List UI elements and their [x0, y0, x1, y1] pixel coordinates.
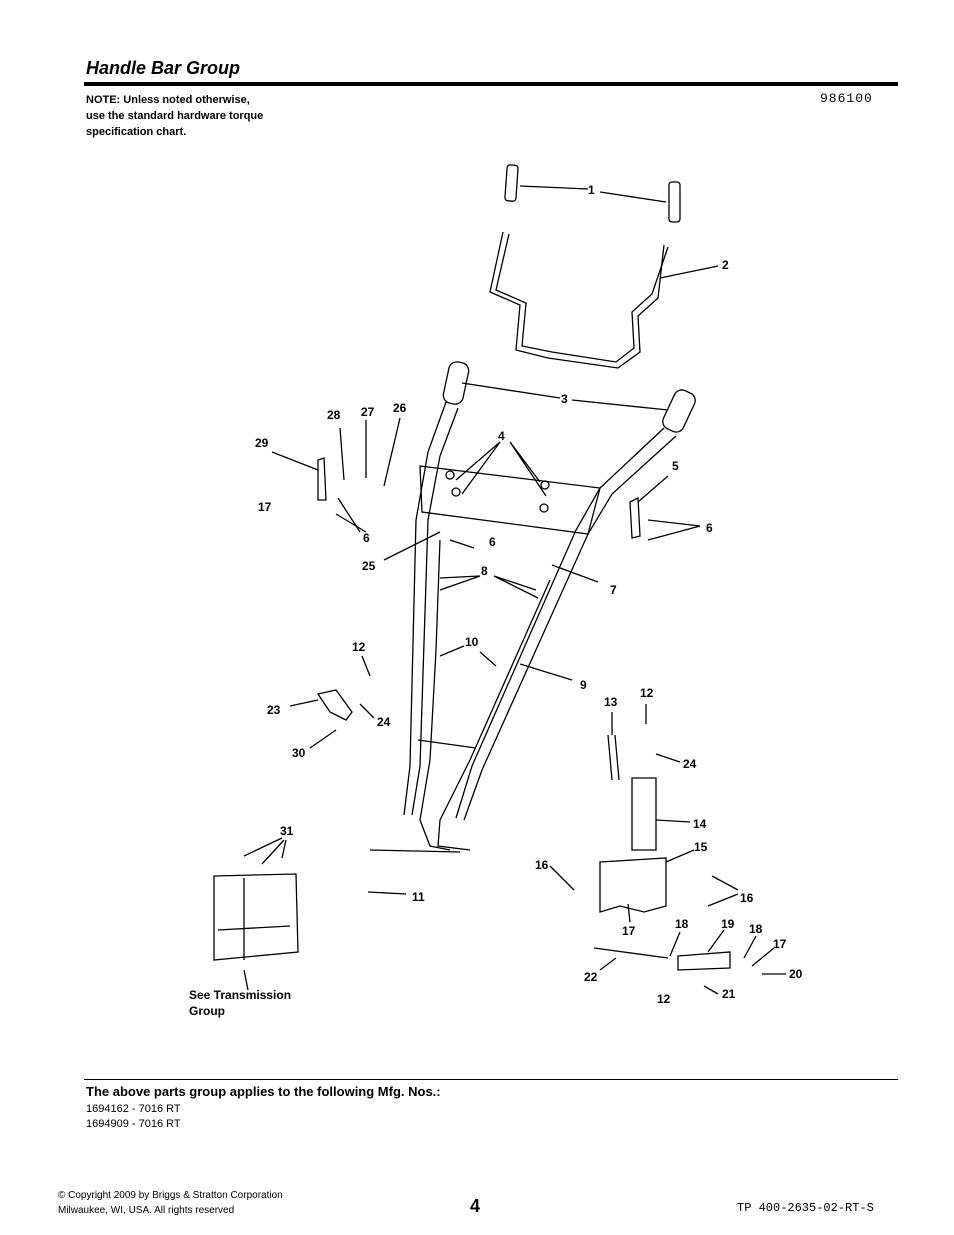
torque-note: NOTE: Unless noted otherwise, use the st…: [86, 92, 326, 140]
upper-handle: [489, 231, 665, 369]
callout-23: 23: [267, 703, 281, 717]
callout-12: 12: [640, 686, 654, 700]
callout-6: 6: [489, 535, 496, 549]
applies-heading: The above parts group applies to the fol…: [86, 1084, 441, 1099]
callout-5: 5: [672, 459, 679, 473]
grip-3-right: [662, 389, 696, 433]
handle-tube-right: [455, 427, 665, 819]
callout-17: 17: [622, 924, 636, 938]
note-line: specification chart.: [86, 126, 187, 138]
reference-code: 986100: [820, 91, 873, 106]
callout-21: 21: [722, 987, 736, 1001]
callout-1: 1: [588, 183, 595, 197]
exploded-parts-diagram: 1 2 3 4 5 6 6 6 6 7 8 9 10 11 12 12 12 1…: [189, 164, 803, 1018]
callout-9: 9: [580, 678, 587, 692]
callout-17: 17: [258, 500, 272, 514]
grip-3-left: [442, 361, 470, 405]
note-line: NOTE: Unless noted otherwise,: [86, 94, 250, 106]
copyright: © Copyright 2009 by Briggs & Stratton Co…: [58, 1188, 283, 1218]
callout-29: 29: [255, 436, 269, 450]
copyright-line: © Copyright 2009 by Briggs & Stratton Co…: [58, 1190, 283, 1201]
callout-28: 28: [327, 408, 341, 422]
callout-18: 18: [749, 922, 763, 936]
callout-12: 12: [352, 640, 366, 654]
mfg-number: 1694909 - 7016 RT: [86, 1118, 181, 1130]
footer-rule: [84, 1079, 898, 1080]
callout-16: 16: [535, 858, 549, 872]
page-title: Handle Bar Group: [86, 58, 241, 78]
callout-11: 11: [412, 890, 425, 904]
callout-25: 25: [362, 559, 376, 573]
grip-left: [504, 164, 519, 202]
callout-15: 15: [694, 840, 708, 854]
block-19: [677, 951, 731, 971]
callout-13: 13: [604, 695, 618, 709]
callout-30: 30: [292, 746, 306, 760]
callout-24: 24: [683, 757, 697, 771]
see-transmission-line: Group: [189, 1004, 225, 1018]
pin-13: [607, 734, 620, 781]
note-line: use the standard hardware torque: [86, 110, 264, 122]
callout-17: 17: [773, 937, 787, 951]
plate-23: [316, 689, 353, 721]
copyright-line: Milwaukee, WI, USA. All rights reserved: [58, 1205, 235, 1216]
callout-12: 12: [657, 992, 671, 1006]
post-14: [631, 777, 657, 851]
control-panel: [419, 465, 601, 535]
callout-16: 16: [740, 891, 754, 905]
bolt-22: [593, 947, 669, 959]
callout-31: 31: [280, 824, 294, 838]
callout-3: 3: [561, 392, 568, 406]
callout-22: 22: [584, 970, 598, 984]
callout-14: 14: [693, 817, 707, 831]
callout-20: 20: [789, 967, 803, 981]
bracket-29: [317, 457, 327, 501]
see-transmission-line: See Transmission: [189, 988, 291, 1002]
callout-4: 4: [498, 429, 505, 443]
callout-27: 27: [361, 405, 375, 419]
page-number: 4: [470, 1196, 481, 1216]
callout-8: 8: [481, 564, 488, 578]
document-number: TP 400-2635-02-RT-S: [737, 1201, 874, 1215]
control-cable: [419, 539, 451, 851]
mfg-number: 1694162 - 7016 RT: [86, 1103, 181, 1115]
callout-18: 18: [675, 917, 689, 931]
header-rule: [84, 82, 898, 86]
callout-6: 6: [706, 521, 713, 535]
callout-2: 2: [722, 258, 729, 272]
handle-tube-left: [403, 401, 447, 816]
callout-10: 10: [465, 635, 479, 649]
transmission-housing: [213, 873, 299, 961]
callout-26: 26: [393, 401, 407, 415]
bracket-5: [629, 496, 641, 539]
callout-24: 24: [377, 715, 391, 729]
callout-19: 19: [721, 917, 735, 931]
callout-7: 7: [610, 583, 617, 597]
grip-right: [668, 181, 681, 223]
bracket-15: [599, 857, 667, 913]
callout-6: 6: [363, 531, 370, 545]
